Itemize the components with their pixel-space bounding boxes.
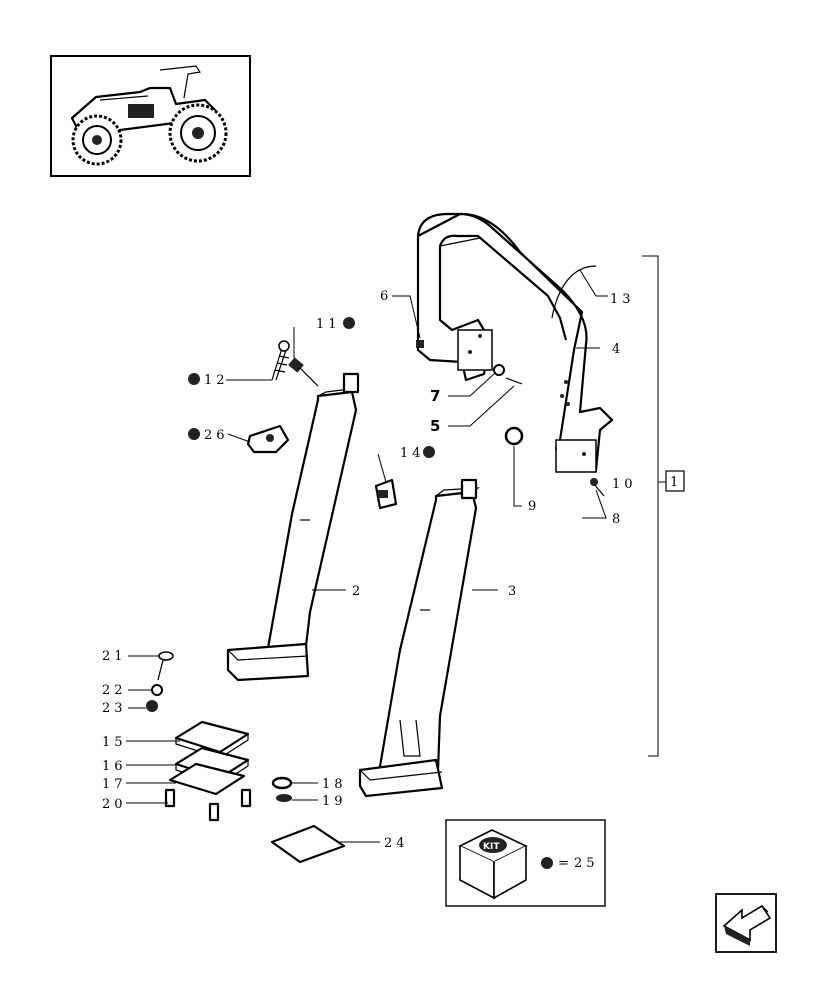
label-21: 21 [102, 649, 127, 664]
connector-part-14 [374, 478, 398, 510]
label-18: 18 [322, 777, 347, 792]
washer-part-18 [271, 776, 293, 790]
label-5: 5 [430, 417, 440, 435]
label-1: 1 [670, 475, 682, 490]
plate-part-17 [168, 762, 246, 796]
label-3: 3 [508, 584, 520, 599]
nut-part-6 [416, 340, 424, 348]
label-17: 17 [102, 777, 127, 792]
pin-part-12 [271, 340, 290, 381]
washer-part-7 [493, 364, 505, 376]
navigation-arrow-icon[interactable] [715, 893, 777, 953]
bolt-part-11 [288, 357, 319, 387]
kit-equals: = [558, 856, 573, 871]
bolt-part-5 [505, 377, 523, 385]
plate-part-24 [270, 824, 346, 864]
label-10: 10 [612, 477, 637, 492]
right-post-part-3 [358, 478, 481, 798]
label-14: 14 [400, 446, 425, 461]
kit-marker-dot [541, 857, 553, 869]
assembly-ref-box [665, 470, 685, 492]
label-2: 2 [352, 584, 364, 599]
nut-part-23 [146, 700, 158, 712]
nut-part-19 [276, 794, 292, 802]
nut-part-9 [504, 426, 524, 446]
clamp-part-26 [246, 424, 290, 454]
label-11: 11 [316, 317, 341, 332]
bolt-part-21 [157, 651, 174, 681]
kit-marker-dots [188, 317, 435, 458]
label-20: 20 [102, 797, 127, 812]
leader-lines [126, 255, 666, 843]
label-15: 15 [102, 735, 127, 750]
tractor-thumbnail-icon[interactable] [50, 55, 251, 177]
label-19: 19 [322, 794, 347, 809]
kit-box-icon [458, 829, 528, 900]
label-13: 13 [610, 292, 635, 307]
label-23: 23 [102, 701, 127, 716]
label-4: 4 [612, 342, 624, 357]
kit-legend: KIT = 25 [445, 819, 606, 907]
label-9: 9 [528, 499, 540, 514]
spacer-part-20 [164, 788, 252, 822]
label-6: 6 [380, 289, 392, 304]
label-26: 26 [204, 428, 229, 443]
label-7: 7 [430, 387, 440, 405]
washer-part-22 [151, 684, 163, 696]
label-16: 16 [102, 759, 127, 774]
label-12: 12 [204, 373, 229, 388]
kit-label: KIT [483, 842, 500, 852]
label-25: 25 [574, 856, 599, 871]
label-22: 22 [102, 683, 127, 698]
cable-part-13 [551, 265, 597, 319]
rops-arch-part-4 [416, 212, 614, 473]
left-post-part-2 [226, 372, 360, 682]
label-24: 24 [384, 836, 409, 851]
label-8: 8 [612, 512, 624, 527]
bolt-part-10 [590, 478, 605, 497]
